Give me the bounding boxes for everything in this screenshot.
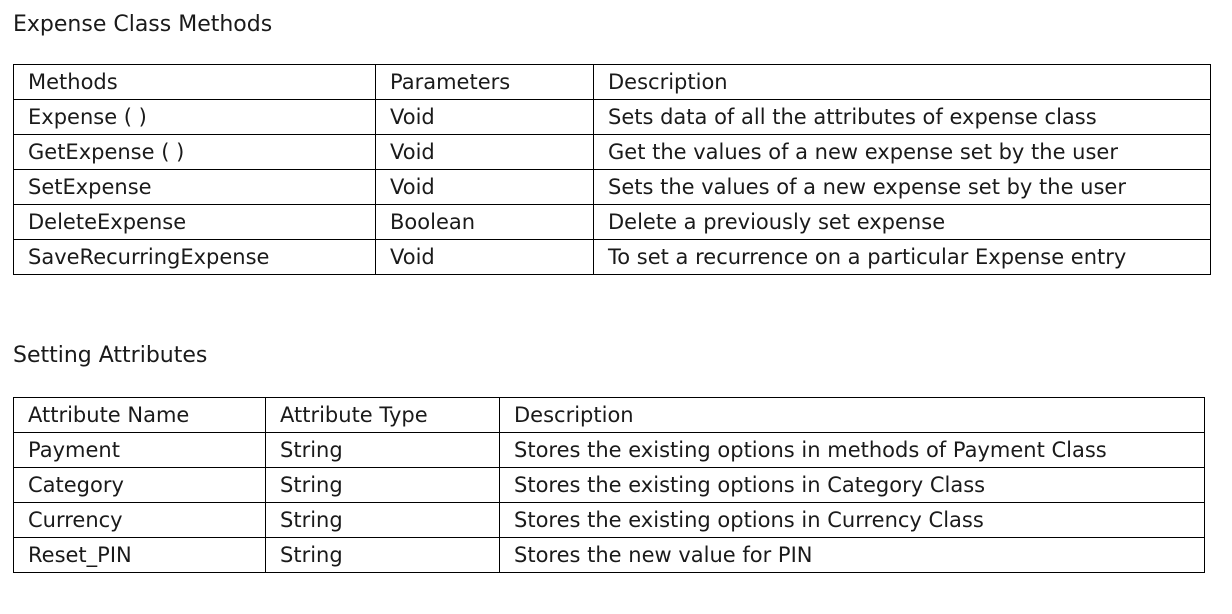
method-cell: GetExpense ( ) xyxy=(13,134,376,170)
parameter-cell: Void xyxy=(375,134,594,170)
table-row: GetExpense ( ) Void Get the values of a … xyxy=(13,134,1211,170)
description-cell: Stores the existing options in methods o… xyxy=(499,432,1205,468)
table-row: Currency String Stores the existing opti… xyxy=(13,502,1205,538)
table-row: DeleteExpense Boolean Delete a previousl… xyxy=(13,204,1211,240)
expense-class-methods-title: Expense Class Methods xyxy=(13,12,273,37)
attribute-type-cell: String xyxy=(265,537,500,573)
description-cell: Stores the existing options in Currency … xyxy=(499,502,1205,538)
table-row: SetExpense Void Sets the values of a new… xyxy=(13,169,1211,205)
table-row: Expense ( ) Void Sets data of all the at… xyxy=(13,99,1211,135)
table-row: Category String Stores the existing opti… xyxy=(13,467,1205,503)
attribute-name-cell: Currency xyxy=(13,502,266,538)
header-cell: Description xyxy=(593,64,1211,100)
parameter-cell: Boolean xyxy=(375,204,594,240)
parameter-cell: Void xyxy=(375,169,594,205)
description-cell: Sets data of all the attributes of expen… xyxy=(593,99,1211,135)
header-cell: Parameters xyxy=(375,64,594,100)
table-row: Payment String Stores the existing optio… xyxy=(13,432,1205,468)
description-cell: Stores the existing options in Category … xyxy=(499,467,1205,503)
table-header-row: Attribute Name Attribute Type Descriptio… xyxy=(13,397,1205,433)
method-cell: DeleteExpense xyxy=(13,204,376,240)
header-cell: Attribute Name xyxy=(13,397,266,433)
description-cell: Get the values of a new expense set by t… xyxy=(593,134,1211,170)
description-cell: Stores the new value for PIN xyxy=(499,537,1205,573)
setting-attributes-table: Attribute Name Attribute Type Descriptio… xyxy=(13,397,1205,573)
description-cell: To set a recurrence on a particular Expe… xyxy=(593,239,1211,275)
header-cell: Attribute Type xyxy=(265,397,500,433)
method-cell: SaveRecurringExpense xyxy=(13,239,376,275)
table-row: SaveRecurringExpense Void To set a recur… xyxy=(13,239,1211,275)
table-header-row: Methods Parameters Description xyxy=(13,64,1211,100)
attribute-type-cell: String xyxy=(265,502,500,538)
attribute-type-cell: String xyxy=(265,432,500,468)
attribute-name-cell: Payment xyxy=(13,432,266,468)
method-cell: Expense ( ) xyxy=(13,99,376,135)
description-cell: Delete a previously set expense xyxy=(593,204,1211,240)
method-cell: SetExpense xyxy=(13,169,376,205)
description-cell: Sets the values of a new expense set by … xyxy=(593,169,1211,205)
header-cell: Description xyxy=(499,397,1205,433)
parameter-cell: Void xyxy=(375,239,594,275)
header-cell: Methods xyxy=(13,64,376,100)
setting-attributes-title: Setting Attributes xyxy=(13,343,208,368)
expense-methods-table: Methods Parameters Description Expense (… xyxy=(13,64,1211,275)
parameter-cell: Void xyxy=(375,99,594,135)
attribute-name-cell: Category xyxy=(13,467,266,503)
attribute-name-cell: Reset_PIN xyxy=(13,537,266,573)
attribute-type-cell: String xyxy=(265,467,500,503)
table-row: Reset_PIN String Stores the new value fo… xyxy=(13,537,1205,573)
